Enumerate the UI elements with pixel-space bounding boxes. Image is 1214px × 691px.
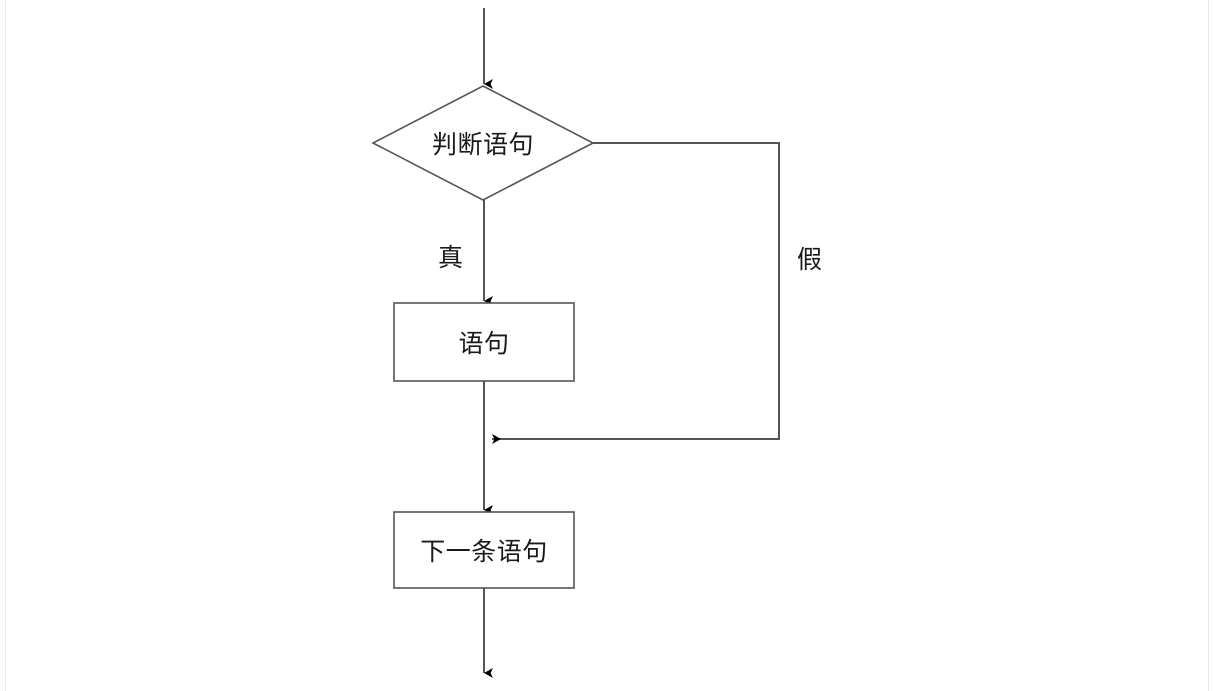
next-statement-box-shape[interactable] <box>393 511 575 589</box>
page-left-edge <box>5 0 6 691</box>
decision-diamond-shape[interactable] <box>371 85 595 201</box>
page-right-edge <box>1208 0 1209 691</box>
true-branch-label: 真 <box>438 243 464 272</box>
statement-box-shape[interactable] <box>393 302 575 382</box>
false-branch-label: 假 <box>797 245 823 274</box>
edge-false-path <box>492 142 780 444</box>
